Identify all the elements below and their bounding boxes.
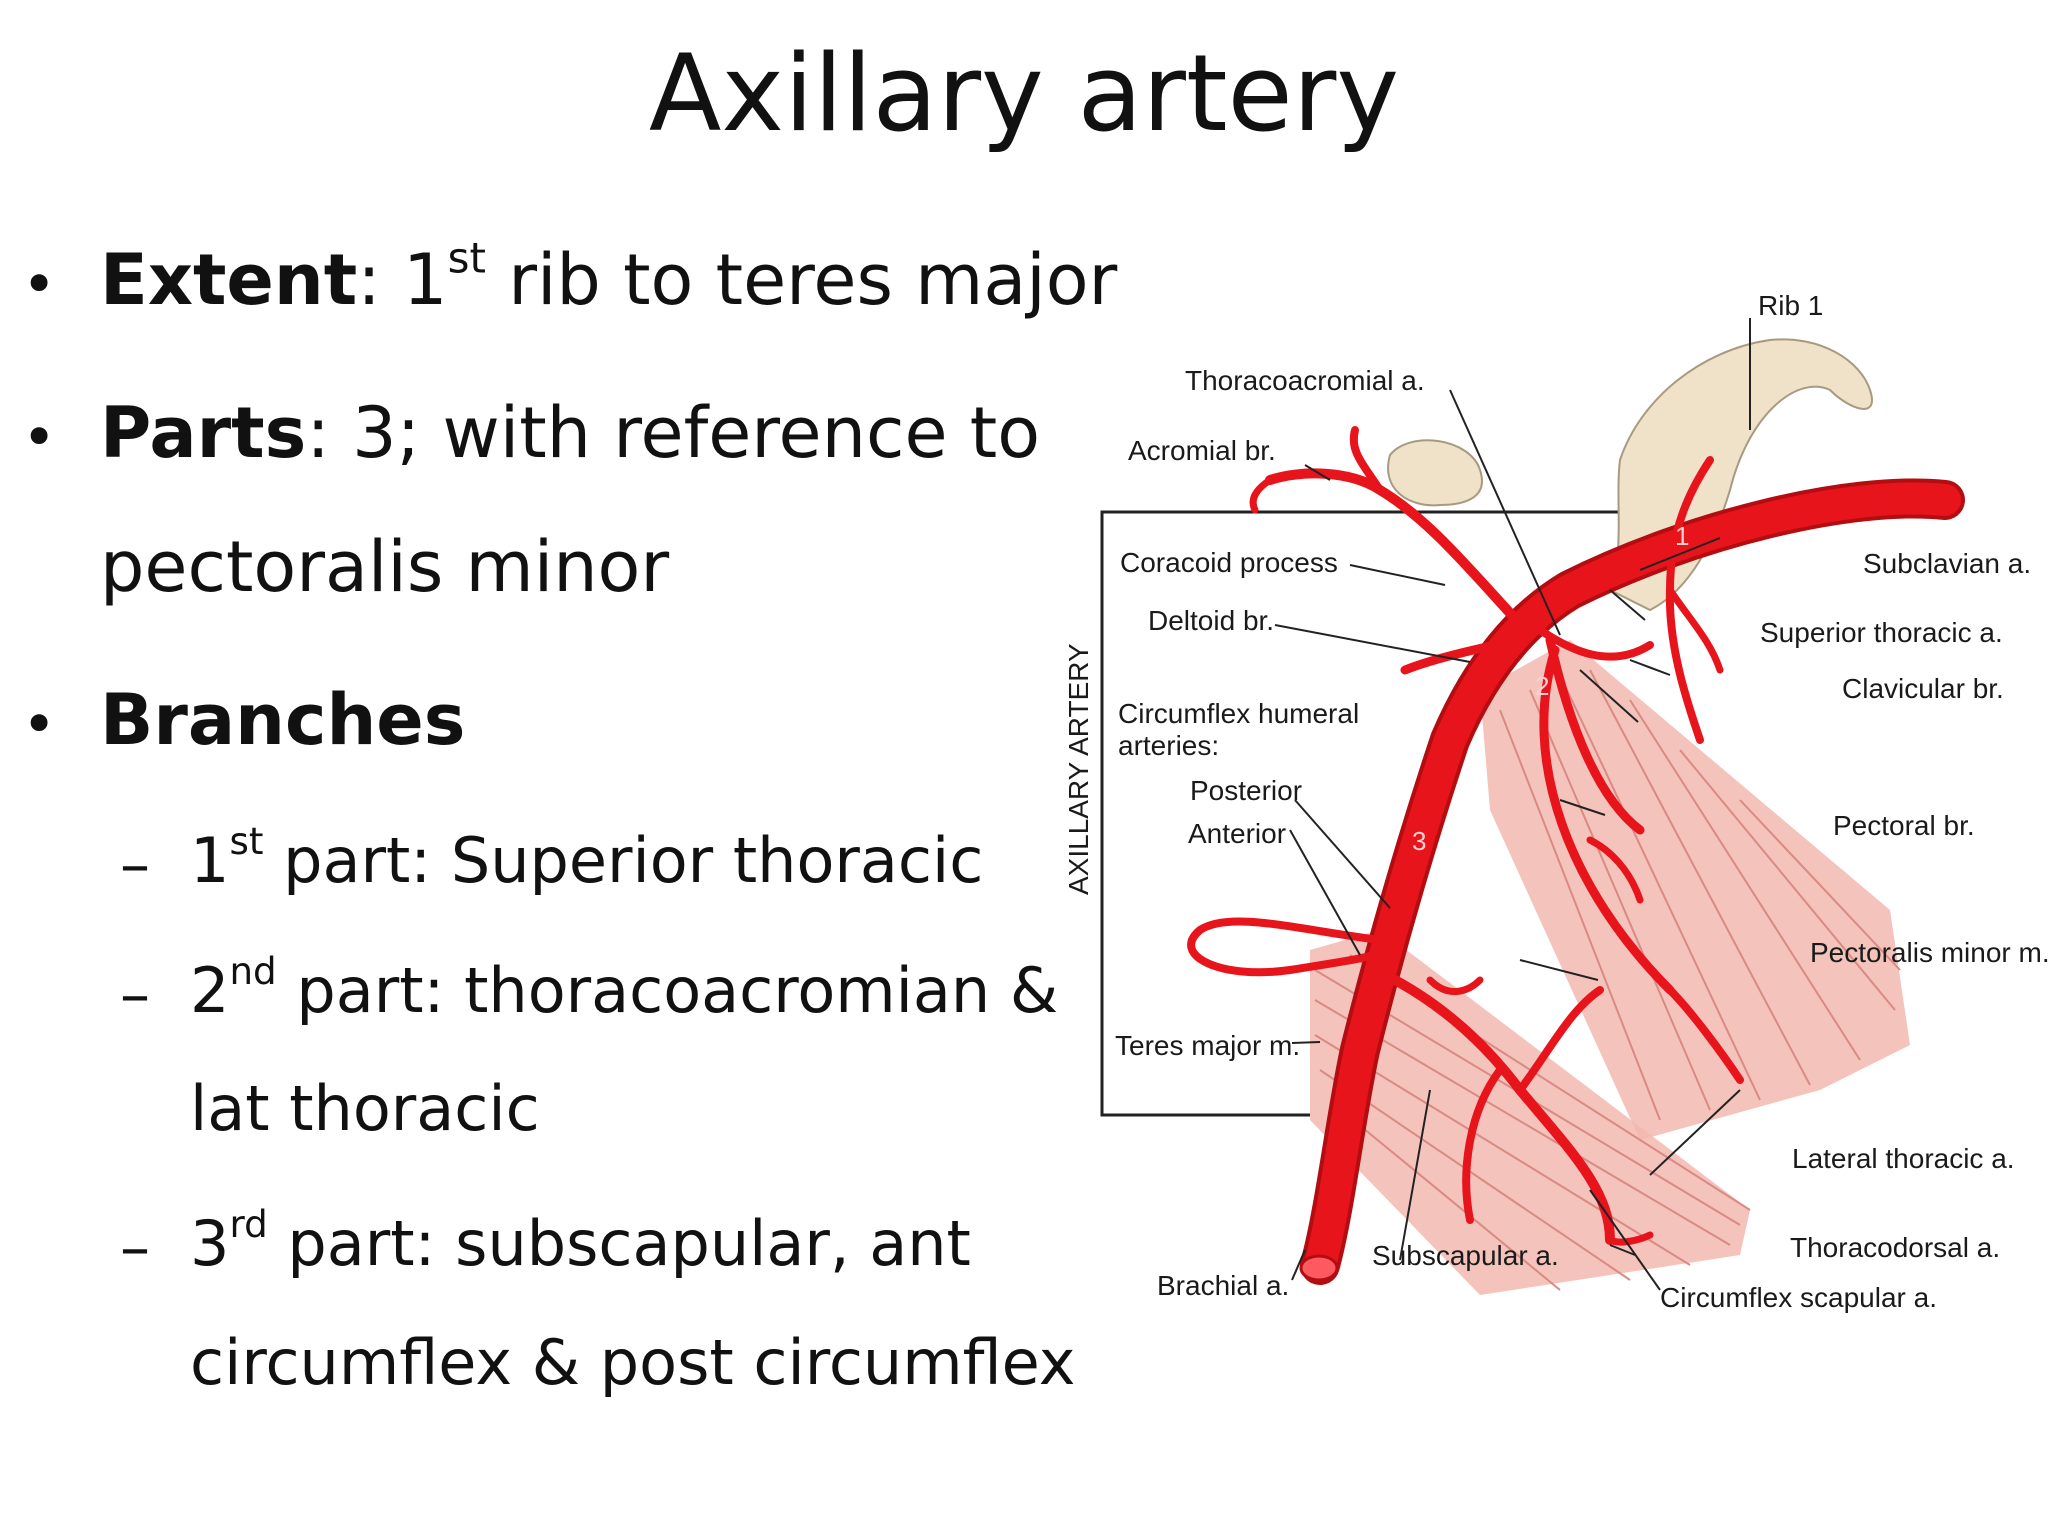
- anatomy-illustration: 1 2 3 Rib 1 Thoracoacromial a: [1063, 290, 2048, 1313]
- bullet-label: Parts: [100, 392, 307, 474]
- axillary-artery-vessel: [1304, 482, 1961, 1281]
- sub-bullet-text: 2: [190, 954, 230, 1027]
- label-acromial-branch: Acromial br.: [1128, 435, 1276, 466]
- part-three-number: 3: [1412, 826, 1426, 856]
- label-pectoral-branch: Pectoral br.: [1833, 810, 1975, 841]
- bullet-branches: Branches: [100, 685, 465, 755]
- sub-bullet-third-part: 3rd part: subscapular, ant: [190, 1206, 971, 1275]
- sub-bullet-text: part: subscapular, ant: [267, 1207, 971, 1280]
- sub-bullet-marker: –: [120, 1213, 150, 1283]
- label-clavicular-branch: Clavicular br.: [1842, 673, 2004, 704]
- label-deltoid-branch: Deltoid br.: [1148, 605, 1274, 636]
- pectoralis-minor-fibers: [1499, 669, 1901, 1121]
- superscript: st: [229, 819, 264, 864]
- label-superior-thoracic: Superior thoracic a.: [1760, 617, 2003, 648]
- sub-bullet-marker: –: [120, 830, 150, 900]
- coracoid-process-bone: [1387, 439, 1483, 507]
- label-leader-lines: [1274, 318, 1751, 1291]
- label-coracoid-process: Coracoid process: [1120, 547, 1338, 578]
- label-teres-major: Teres major m.: [1115, 1030, 1300, 1061]
- brachial-artery-cut-end: [1299, 1254, 1339, 1282]
- label-lateral-thoracic: Lateral thoracic a.: [1792, 1143, 2015, 1174]
- superscript: st: [447, 233, 486, 283]
- label-subclavian: Subclavian a.: [1863, 548, 2031, 579]
- slide-title: Axillary artery: [648, 32, 1400, 155]
- bullet-text: : 3; with reference to: [306, 392, 1041, 474]
- label-posterior: Posterior: [1190, 775, 1302, 806]
- bullet-text: rib to teres major: [485, 239, 1118, 321]
- bullet-marker: •: [22, 690, 57, 758]
- part-two-number: 2: [1535, 671, 1549, 701]
- bullet-label: Branches: [100, 679, 466, 761]
- sub-bullet-first-part: 1st part: Superior thoracic: [190, 823, 983, 892]
- label-thoracoacromial: Thoracoacromial a.: [1185, 365, 1425, 396]
- part-one-number: 1: [1675, 521, 1689, 551]
- superscript: nd: [229, 949, 277, 994]
- sub-bullet-text: part: Superior thoracic: [263, 824, 984, 897]
- label-pectoralis-minor: Pectoralis minor m.: [1810, 937, 2048, 968]
- sub-bullet-text: 3: [190, 1207, 230, 1280]
- teres-major-muscle: [1310, 930, 1750, 1295]
- bullet-text: : 1: [357, 239, 448, 321]
- bullet-list: • Extent: 1st rib to teres major • Parts…: [22, 237, 1117, 1399]
- bullet-parts: Parts: 3; with reference to: [100, 398, 1040, 468]
- label-anterior: Anterior: [1188, 818, 1286, 849]
- bullet-extent: Extent: 1st rib to teres major: [100, 237, 1117, 315]
- bullet-label: Extent: [100, 239, 358, 321]
- label-subscapular: Subscapular a.: [1372, 1240, 1559, 1271]
- bullet-marker: •: [22, 250, 57, 318]
- sub-bullet-second-part: 2nd part: thoracoacromian &: [190, 953, 1058, 1022]
- sub-bullet-third-part-continued: circumflex & post circumflex: [190, 1326, 1076, 1399]
- axillary-artery-diagram: 1 2 3 Rib 1 Thoracoacromial a: [1050, 290, 2048, 1340]
- bullet-marker: •: [22, 403, 57, 471]
- superscript: rd: [229, 1202, 268, 1247]
- sub-bullet-text: part: thoracoacromian &: [276, 954, 1059, 1027]
- label-rib-one: Rib 1: [1758, 290, 1823, 321]
- sub-bullet-second-part-continued: lat thoracic: [190, 1072, 540, 1145]
- label-circumflex-humeral: Circumflex humeral: [1118, 698, 1359, 729]
- label-thoracodorsal: Thoracodorsal a.: [1790, 1232, 2000, 1263]
- bullet-parts-continued: pectoralis minor: [100, 526, 670, 608]
- arterial-branches: [1187, 426, 1744, 1246]
- label-axillary-artery-vertical: AXILLARY ARTERY: [1063, 643, 1094, 895]
- sub-bullet-text: 1: [190, 824, 230, 897]
- label-brachial: Brachial a.: [1157, 1270, 1289, 1301]
- label-circumflex-scapular: Circumflex scapular a.: [1660, 1282, 1937, 1313]
- label-circumflex-humeral-2: arteries:: [1118, 730, 1219, 761]
- sub-bullet-marker: –: [120, 960, 150, 1030]
